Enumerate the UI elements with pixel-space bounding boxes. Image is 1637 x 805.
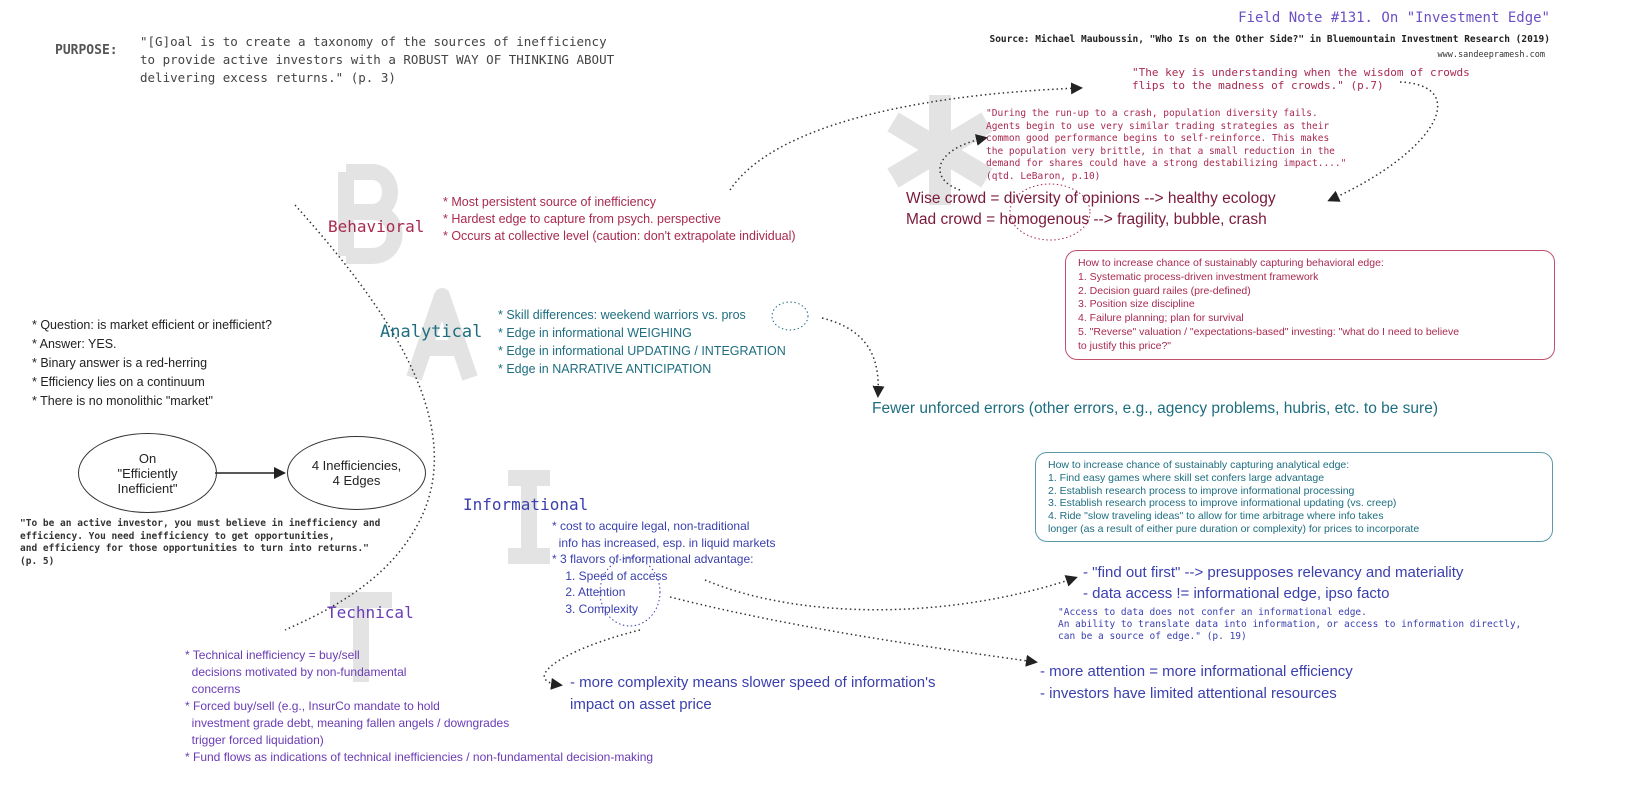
box-line: How to increase chance of sustainably ca… xyxy=(1078,257,1384,269)
note-line: - more complexity means slower speed of … xyxy=(570,674,936,691)
quote-line: common good performance begins to self-r… xyxy=(986,133,1330,144)
mad-crowd-note: Mad crowd = homogenous --> fragility, bu… xyxy=(906,211,1267,228)
note-line: - investors have limited attentional res… xyxy=(1040,685,1337,702)
four-edges-node: 4 Inefficiencies,4 Edges xyxy=(287,436,426,510)
behavioral-letter-mark xyxy=(338,164,403,264)
informational-heading: Informational xyxy=(463,495,589,514)
technical-bullet: concerns xyxy=(185,682,241,696)
complexity-notes: - more complexity means slower speed of … xyxy=(570,672,936,716)
box-line: 2. Establish research process to improve… xyxy=(1048,484,1355,497)
informational-bullet: * 3 flavors of informational advantage: xyxy=(552,552,754,566)
analytical-outcome: Fewer unforced errors (other errors, e.g… xyxy=(872,400,1438,417)
node-line: 4 Inefficiencies, xyxy=(311,458,402,473)
note-line: - more attention = more informational ef… xyxy=(1040,663,1353,680)
box-line: How to increase chance of sustainably ca… xyxy=(1048,459,1350,471)
attention-notes: - more attention = more informational ef… xyxy=(1040,661,1353,705)
quote-line: (qtd. LeBaron, p.10) xyxy=(986,170,1101,182)
page-title: Field Note #131. On "Investment Edge" xyxy=(1238,10,1550,26)
flavor-complexity: 3. Complexity xyxy=(552,601,639,616)
informational-letter-mark xyxy=(508,470,550,564)
purpose-line: delivering excess returns." (p. 3) xyxy=(140,70,396,85)
analytical-bullets: * Skill differences: weekend warriors vs… xyxy=(498,306,786,378)
flavor-attention: 2. Attention xyxy=(552,585,626,599)
intro-bullet: * Question: is market efficient or ineff… xyxy=(32,318,272,332)
quote-line: "During the run-up to a crash, populatio… xyxy=(986,108,1318,119)
technical-bullet: * Fund flows as indications of technical… xyxy=(185,750,654,764)
analytical-bullet: * Skill differences: weekend warriors vs… xyxy=(498,308,746,322)
analytical-bullet: * Edge in informational WEIGHING xyxy=(498,326,692,340)
behavioral-bullets: * Most persistent source of inefficiency… xyxy=(443,194,796,245)
box-line: 1. Systematic process-driven investment … xyxy=(1078,270,1319,283)
intro-bullet: * Answer: YES. xyxy=(32,337,117,351)
source-citation: Source: Michael Mauboussin, "Who Is on t… xyxy=(989,34,1550,45)
wise-crowd-note: Wise crowd = diversity of opinions --> h… xyxy=(906,190,1276,207)
intro-quote: "To be an active investor, you must beli… xyxy=(20,518,380,568)
informational-bullets: * cost to acquire legal, non-traditional… xyxy=(552,518,775,617)
website-link[interactable]: www.sandeepramesh.com xyxy=(1437,50,1545,60)
purpose-line: "[G]oal is to create a taxonomy of the s… xyxy=(140,34,607,49)
note-line: - data access != informational edge, ips… xyxy=(1083,585,1390,602)
technical-bullets: * Technical inefficiency = buy/sell deci… xyxy=(185,647,653,766)
quote-line: "To be an active investor, you must beli… xyxy=(20,518,381,529)
technical-bullet: trigger forced liquidation) xyxy=(185,733,324,747)
analytical-bullet: * Edge in NARRATIVE ANTICIPATION xyxy=(498,362,712,376)
note-line: - "find out first" --> presupposes relev… xyxy=(1083,564,1464,581)
quote-line: Agents begin to use very similar trading… xyxy=(986,120,1330,132)
box-line: to justify this price?" xyxy=(1078,339,1172,352)
quote-line: can be a source of edge." (p. 19) xyxy=(1058,631,1247,642)
analytical-heading: Analytical xyxy=(380,322,483,342)
quote-line: (p. 5) xyxy=(20,555,55,567)
technical-bullet: investment grade debt, meaning fallen an… xyxy=(185,716,510,730)
intro-bullet: * There is no monolithic "market" xyxy=(32,394,213,408)
flavor-speed: 1. Speed of access xyxy=(552,568,668,583)
informational-bullet: * cost to acquire legal, non-traditional xyxy=(552,519,750,533)
purpose-quote: "[G]oal is to create a taxonomy of the s… xyxy=(140,33,614,87)
box-line: 3. Position size discipline xyxy=(1078,298,1195,311)
lebaron-quote: "During the run-up to a crash, populatio… xyxy=(986,108,1346,183)
technical-bullet: * Forced buy/sell (e.g., InsurCo mandate… xyxy=(185,699,440,713)
intro-bullets: * Question: is market efficient or ineff… xyxy=(32,316,272,411)
quote-line: the population very brittle, in that a s… xyxy=(986,145,1335,157)
quote-line: An ability to translate data into inform… xyxy=(1058,619,1522,630)
quote-line: and efficiency for those opportunities t… xyxy=(20,543,369,554)
analytical-edge-box: How to increase chance of sustainably ca… xyxy=(1035,452,1553,542)
purpose-line: to provide active investors with a ROBUS… xyxy=(140,52,615,67)
quote-line: "The key is understanding when the wisdo… xyxy=(1132,66,1470,79)
node-line: 4 Edges xyxy=(332,473,381,488)
node-line: "Efficiently xyxy=(117,465,178,481)
box-line: 2. Decision guard railes (pre-defined) xyxy=(1078,284,1251,297)
note-line: impact on asset price xyxy=(570,696,712,713)
speed-quote: "Access to data does not confer an infor… xyxy=(1058,607,1521,643)
purpose-label: PURPOSE: xyxy=(55,43,118,58)
quote-line: efficiency. You need inefficiency to get… xyxy=(20,530,335,542)
behavioral-bullet: * Occurs at collective level (caution: d… xyxy=(443,229,796,243)
box-line: longer (as a result of either pure durat… xyxy=(1048,522,1420,535)
node-line: On xyxy=(138,450,157,466)
box-line: 5. "Reverse" valuation / "expectations-b… xyxy=(1078,325,1460,338)
quote-line: flips to the madness of crowds." (p.7) xyxy=(1132,79,1384,92)
wisdom-madness-quote: "The key is understanding when the wisdo… xyxy=(1132,66,1470,92)
box-line: 1. Find easy games where skill set confe… xyxy=(1048,471,1325,484)
technical-heading: Technical xyxy=(327,603,414,622)
quote-line: "Access to data does not confer an infor… xyxy=(1058,607,1367,618)
intro-bullet: * Efficiency lies on a continuum xyxy=(32,375,205,389)
behavioral-bullet: * Hardest edge to capture from psych. pe… xyxy=(443,212,721,226)
quote-line: demand for shares could have a strong de… xyxy=(986,158,1347,169)
arrow-to-lebaron xyxy=(939,134,988,191)
technical-bullet: decisions motivated by non-fundamental xyxy=(185,665,407,679)
box-line: 4. Failure planning; plan for survival xyxy=(1078,312,1244,325)
box-line: 3. Establish research process to improve… xyxy=(1048,497,1397,510)
node-line: Inefficient" xyxy=(117,480,178,496)
speed-notes: - "find out first" --> presupposes relev… xyxy=(1083,562,1463,604)
technical-bullet: * Technical inefficiency = buy/sell xyxy=(185,648,360,662)
informational-bullet: info has increased, esp. in liquid marke… xyxy=(552,535,776,550)
behavioral-heading: Behavioral xyxy=(328,217,425,236)
arrow-pros-to-outcome xyxy=(821,317,885,398)
box-line: 4. Ride "slow traveling ideas" to allow … xyxy=(1048,510,1384,523)
behavioral-edge-box: How to increase chance of sustainably ca… xyxy=(1065,250,1555,360)
intro-bullet: * Binary answer is a red-herring xyxy=(32,356,208,370)
behavioral-bullet: * Most persistent source of inefficiency xyxy=(443,195,657,209)
analytical-bullet: * Edge in informational UPDATING / INTEG… xyxy=(498,344,786,358)
